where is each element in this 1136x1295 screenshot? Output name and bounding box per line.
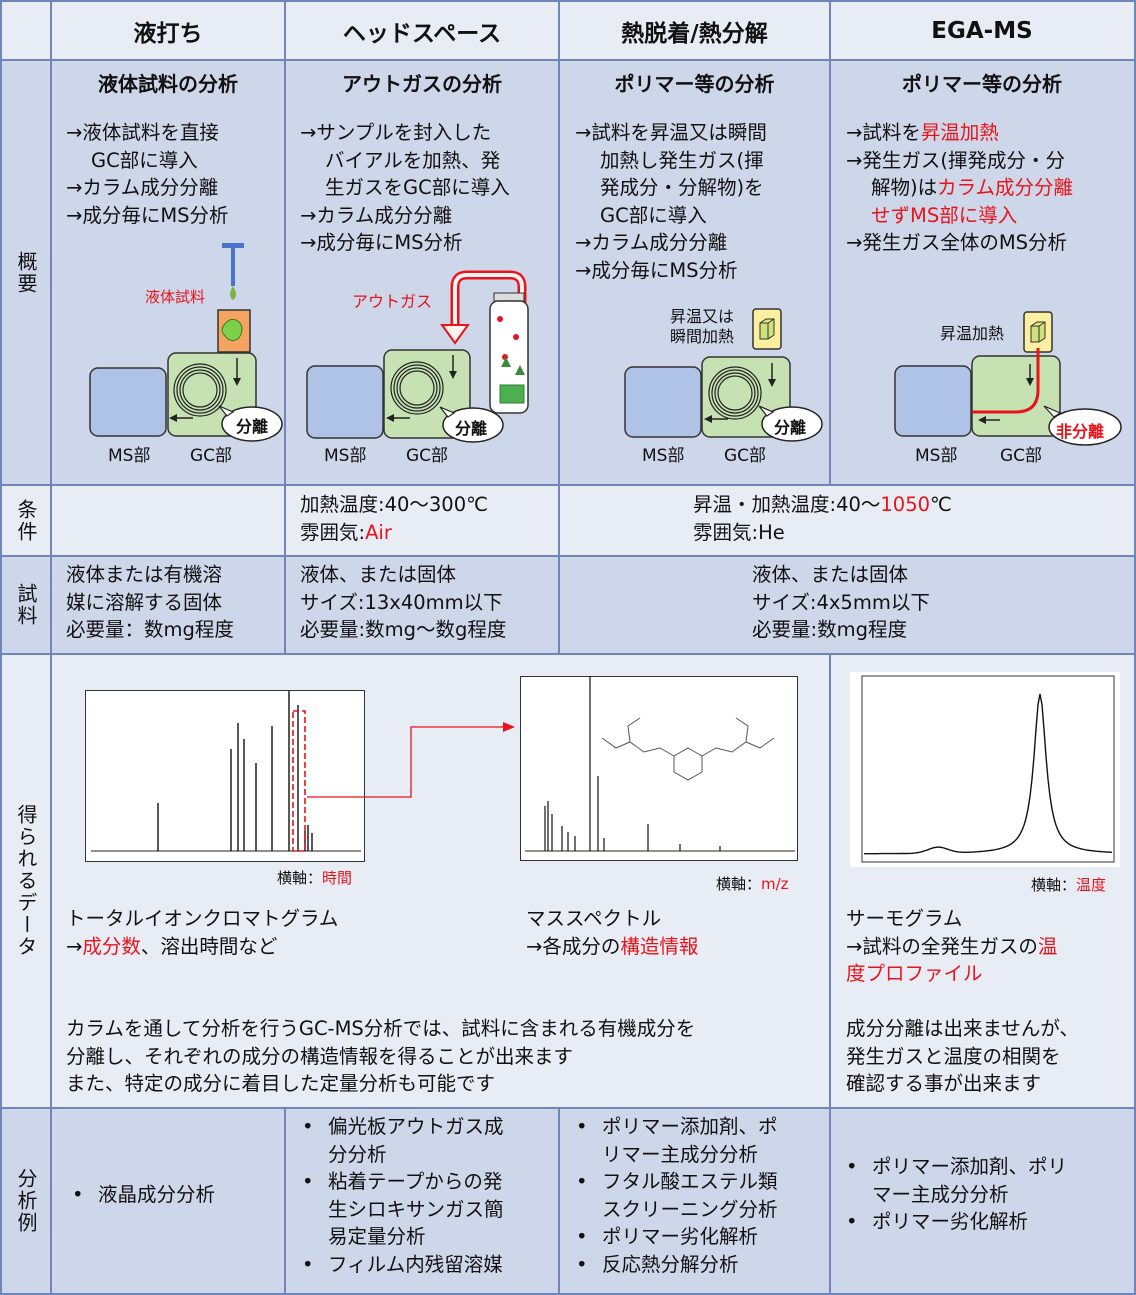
overview-thermal-text: →試料を昇温又は瞬間 加熱し発生ガス(揮 発成分・分解物)を GC部に導入 →カ… (575, 121, 767, 282)
overview-ega: ポリマー等の分析 (830, 60, 1134, 120)
overview-thermal: ポリマー等の分析 (559, 60, 830, 120)
sample-headspace: 液体、または固体 サイズ:13x40mm以下 必要量:数mg～数g程度 (300, 563, 507, 641)
examples-ega: ポリマー添加剤、ポリマー主成分分析ポリマー劣化解析 (840, 1153, 1067, 1236)
example-item: ポリマー劣化解析 (840, 1208, 1067, 1236)
header-ega: EGA-MS (830, 2, 1134, 60)
row-label-conditions: 条件 (14, 498, 38, 543)
thermo-axis-caption: 横軸：温度 (1031, 876, 1107, 894)
ms-axis-caption: 横軸：m/z (716, 875, 789, 893)
example-item: 反応熱分解分析 (570, 1251, 778, 1279)
header-headspace: ヘッドスペース (285, 2, 559, 60)
conditions-headspace: 加熱温度:40～300℃ 雰囲気:Air (300, 493, 489, 544)
row-label-examples: 分析例 (14, 1167, 38, 1234)
thermo-chart-frame (850, 672, 1120, 867)
tic-chart-frame (85, 690, 365, 862)
headspace-bubble-text: 分離 (455, 419, 488, 438)
row-label-overview: 概要 (14, 250, 38, 295)
ega-diagram (894, 311, 1122, 446)
ega-heat-label: 昇温加熱 (940, 324, 1005, 343)
overview-ega-title: ポリマー等の分析 (902, 72, 1062, 96)
conditions-thermal-ega: 昇温・加熱温度:40～1050℃ 雰囲気:He (693, 493, 952, 544)
overview-liquid: 液体試料の分析 (51, 60, 285, 120)
examples-headspace: 偏光板アウトガス成分分析粘着テープからの発生シロキサンガス簡易定量分析フィルム内… (296, 1113, 504, 1278)
headspace-gc-label: GC部 (406, 446, 449, 466)
tic-chromatogram (91, 691, 361, 852)
ms-chart-frame (520, 676, 798, 861)
headspace-gas-label: アウトガス (352, 292, 433, 311)
corner-cell (2, 2, 51, 60)
example-item: 液晶成分分析 (66, 1181, 215, 1209)
sample-row (2, 556, 1134, 654)
ega-gc-label: GC部 (1000, 446, 1043, 466)
liquid-ms-label: MS部 (108, 446, 151, 466)
overview-thermal-title: ポリマー等の分析 (614, 72, 775, 96)
mass-spectrum (525, 676, 795, 852)
overview-liquid-text: →液体試料を直接 GC部に導入 →カラム成分分離 →成分毎にMS分析 (66, 121, 229, 227)
ega-bubble-text: 非分離 (1056, 422, 1105, 441)
sample-liquid: 液体または有機溶 媒に溶解する固体 必要量：数mg程度 (66, 563, 234, 641)
sample-thermal-ega: 液体、または固体 サイズ:4x5mm以下 必要量:数mg程度 (752, 563, 930, 641)
liquid-sample-label: 液体試料 (145, 288, 206, 306)
ega-ms-label: MS部 (915, 446, 958, 466)
liquid-injection-diagram (89, 243, 283, 442)
example-item: ポリマー劣化解析 (570, 1223, 778, 1251)
thermogram (861, 675, 1115, 863)
thermal-bubble-text: 分離 (774, 418, 807, 437)
ega-note: 成分分離は出来ませんが、 発生ガスと温度の相関を 確認する事が出来ます (846, 1017, 1080, 1095)
overview-liquid-title: 液体試料の分析 (98, 72, 238, 96)
thermal-diagram (624, 308, 823, 442)
headspace-ms-label: MS部 (324, 446, 367, 466)
thermal-heat-label: 昇温又は 瞬間加熱 (670, 307, 735, 346)
overview-headspace-text: →サンプルを封入した バイアルを加熱、発 生ガスをGC部に導入 →カラム成分分離… (300, 121, 510, 254)
tic-description: トータルイオンクロマトグラム →成分数、溶出時間など (66, 907, 339, 958)
tic-axis-caption: 横軸：時間 (277, 869, 353, 887)
ms-description: マススペクトル →各成分の構造情報 (526, 907, 699, 958)
liquid-gc-label: GC部 (190, 446, 233, 466)
header-thermal: 熱脱着/熱分解 (559, 2, 830, 60)
overview-ega-text: →試料を昇温加熱 →発生ガス(揮発成分・分 解物)はカラム成分分離 せずMS部に… (846, 121, 1074, 254)
example-item: フィルム内残留溶媒 (296, 1251, 504, 1279)
thermal-gc-label: GC部 (724, 446, 767, 466)
overview-headspace: アウトガスの分析 (285, 60, 559, 120)
headspace-diagram (306, 270, 529, 443)
examples-liquid: 液晶成分分析 (66, 1181, 215, 1209)
conditions-row (2, 485, 1134, 556)
thermal-ms-label: MS部 (642, 446, 685, 466)
row-label-data: 得られるデータ (14, 804, 38, 958)
overview-headspace-title: アウトガスの分析 (342, 72, 502, 96)
thermo-description: サーモグラム →試料の全発生ガスの温 度プロファイル (846, 907, 1058, 985)
header-liquid: 液打ち (51, 2, 285, 60)
liquid-bubble-text: 分離 (236, 417, 269, 436)
row-label-sample: 試料 (14, 583, 38, 627)
examples-thermal: ポリマー添加剤、ポリマー主成分分析フタル酸エステル類スクリーニング分析ポリマー劣… (570, 1113, 778, 1278)
gcms-note: カラムを通して分析を行うGC-MS分析では、試料に含まれる有機成分を 分離し、そ… (66, 1017, 696, 1095)
